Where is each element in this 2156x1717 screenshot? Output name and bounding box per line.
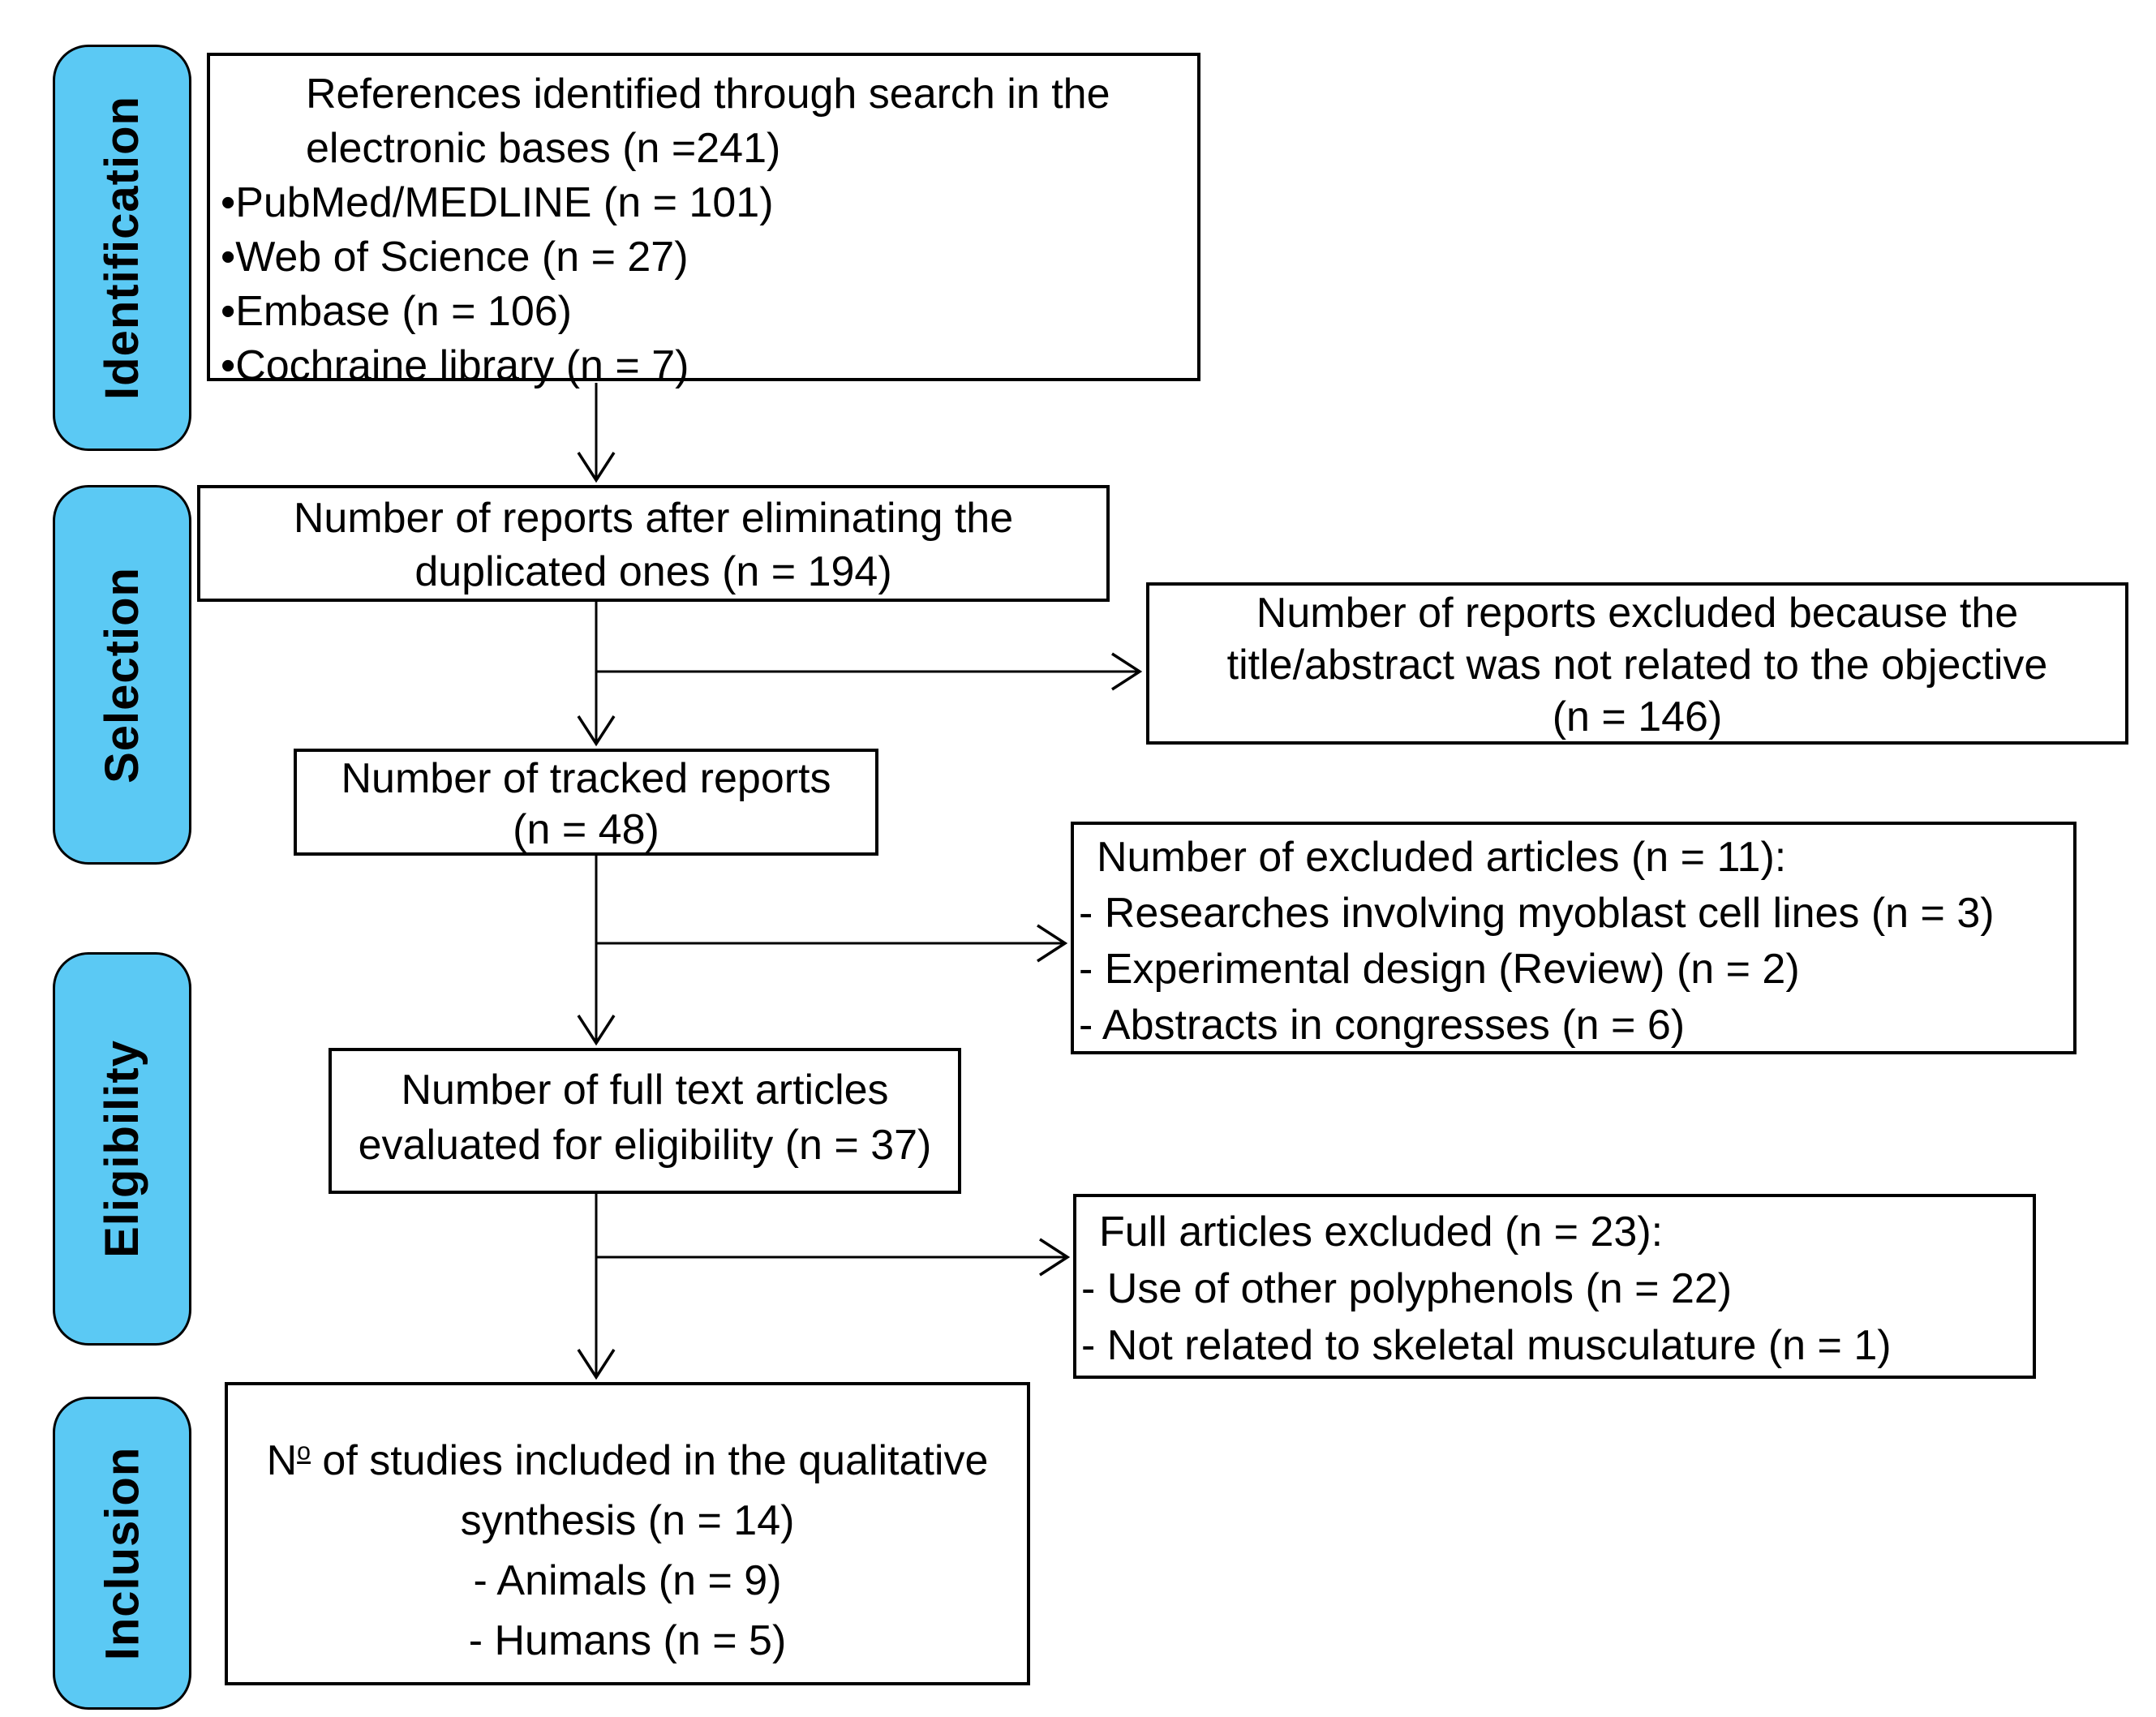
arrow-branch-excluded-articles xyxy=(596,924,1068,963)
box-line: References identified through search in … xyxy=(306,71,1110,118)
box-full-articles-excluded: Full articles excluded (n = 23): - Use o… xyxy=(1073,1194,2036,1379)
stage-label-selection: Selection xyxy=(53,485,191,865)
numero-ordinal: o xyxy=(297,1438,311,1466)
box-line: - Animals (n = 9) xyxy=(473,1557,782,1604)
box-line: - Researches involving myoblast cell lin… xyxy=(1079,890,1995,937)
box-line: - Not related to skeletal musculature (n… xyxy=(1081,1322,1892,1369)
box-line: •PubMed/MEDLINE (n = 101) xyxy=(221,179,774,226)
stage-label-identification: Identification xyxy=(53,45,191,451)
stage-label-text: Selection xyxy=(96,566,149,783)
numero-rest: of studies included in the qualitative xyxy=(310,1437,989,1484)
arrow-identified-to-deduplicated xyxy=(577,383,616,483)
box-fulltext-evaluated: Number of full text articles evaluated f… xyxy=(329,1048,961,1194)
box-line: electronic bases (n =241) xyxy=(306,125,781,172)
box-line: Number of tracked reports xyxy=(341,755,831,802)
box-line: Number of reports excluded because the xyxy=(1256,590,2019,637)
box-line: - Humans (n = 5) xyxy=(468,1617,787,1664)
box-tracked-reports: Number of tracked reports (n = 48) xyxy=(294,749,878,856)
box-line: (n = 48) xyxy=(513,806,659,853)
stage-label-inclusion: Inclusion xyxy=(53,1397,191,1710)
box-line: Number of full text articles xyxy=(401,1067,889,1114)
box-line: Number of excluded articles (n = 11): xyxy=(1097,834,1787,881)
arrow-fulltext-to-included xyxy=(577,1194,616,1380)
box-excluded-articles: Number of excluded articles (n = 11): - … xyxy=(1071,822,2077,1054)
arrow-tracked-to-fulltext xyxy=(577,856,616,1046)
box-line: duplicated ones (n = 194) xyxy=(414,548,892,595)
stage-label-text: Identification xyxy=(96,96,149,400)
box-line: Number of reports after eliminating the xyxy=(293,495,1014,542)
box-line: •Web of Science (n = 27) xyxy=(221,234,689,281)
box-line: •Embase (n = 106) xyxy=(221,288,572,335)
box-line: No of studies included in the qualitativ… xyxy=(228,1431,1027,1491)
box-line: - Use of other polyphenols (n = 22) xyxy=(1081,1265,1733,1312)
box-line: title/abstract was not related to the ob… xyxy=(1226,642,2048,689)
arrow-branch-full-excluded xyxy=(596,1238,1071,1277)
box-references-identified: References identified through search in … xyxy=(207,53,1200,389)
stage-label-text: Inclusion xyxy=(96,1446,149,1660)
numero-prefix: N xyxy=(266,1437,298,1484)
box-line: - Abstracts in congresses (n = 6) xyxy=(1079,1002,1686,1049)
box-studies-included: No of studies included in the qualitativ… xyxy=(225,1382,1030,1685)
stage-label-eligibility: Eligibility xyxy=(53,952,191,1346)
box-line: synthesis (n = 14) xyxy=(460,1497,795,1544)
box-line: evaluated for eligibility (n = 37) xyxy=(358,1122,932,1169)
box-line: •Cochraine library (n = 7) xyxy=(221,342,689,389)
box-line: Full articles excluded (n = 23): xyxy=(1099,1208,1664,1256)
arrow-branch-excluded-title-abstract xyxy=(596,652,1143,691)
box-line: (n = 146) xyxy=(1552,693,1723,740)
box-excluded-title-abstract: Number of reports excluded because the t… xyxy=(1146,582,2128,745)
stage-label-text: Eligibility xyxy=(96,1040,148,1258)
box-line: - Experimental design (Review) (n = 2) xyxy=(1079,946,1800,993)
box-deduplicated: Number of reports after eliminating the … xyxy=(197,485,1110,602)
